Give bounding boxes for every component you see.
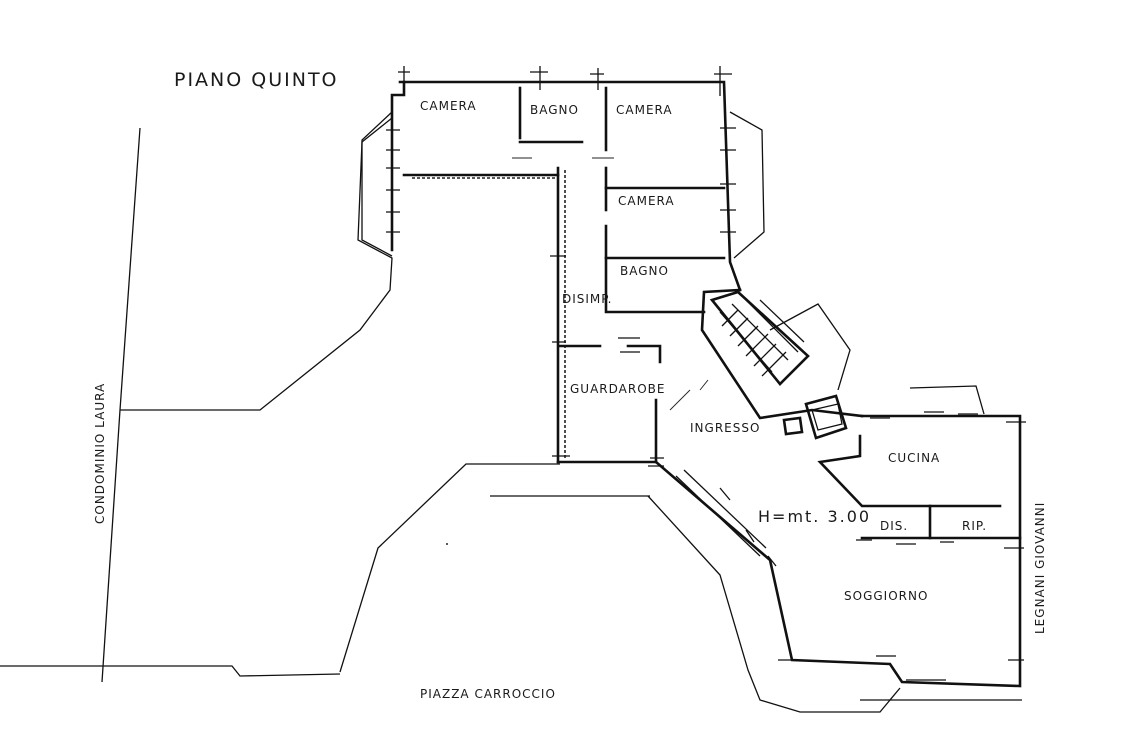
stray-dot bbox=[446, 543, 448, 545]
room-label-camera-3: CAMERA bbox=[618, 194, 675, 208]
opening-ticks bbox=[386, 66, 1026, 681]
room-label-camera-2: CAMERA bbox=[616, 103, 673, 117]
bay-windows bbox=[361, 111, 985, 415]
room-label-bagno-2: BAGNO bbox=[620, 264, 669, 278]
room-label-rip: RIP. bbox=[962, 519, 987, 533]
interior-walls bbox=[512, 86, 1022, 540]
street-label-piazza: PIAZZA CARROCCIO bbox=[420, 687, 556, 701]
stair-core bbox=[709, 290, 848, 440]
room-label-cucina: CUCINA bbox=[888, 451, 940, 465]
ceiling-height-note: H=mt. 3.00 bbox=[758, 507, 871, 526]
exterior-walls bbox=[390, 80, 1022, 688]
street-label-legnani: LEGNANI GIOVANNI bbox=[1033, 502, 1047, 634]
street-label-condominio: CONDOMINIO LAURA bbox=[93, 383, 107, 524]
site-lines bbox=[0, 117, 1022, 713]
room-label-ingresso: INGRESSO bbox=[690, 421, 760, 435]
room-label-dis: DIS. bbox=[880, 519, 908, 533]
room-label-bagno-1: BAGNO bbox=[530, 103, 579, 117]
room-label-soggiorno: SOGGIORNO bbox=[844, 589, 928, 603]
room-label-guardaroba: GUARDAROBE bbox=[570, 382, 665, 396]
room-label-camera-1: CAMERA bbox=[420, 99, 477, 113]
room-label-disimpegno: DISIMP. bbox=[562, 292, 612, 306]
plan-title: PIANO QUINTO bbox=[174, 69, 339, 91]
